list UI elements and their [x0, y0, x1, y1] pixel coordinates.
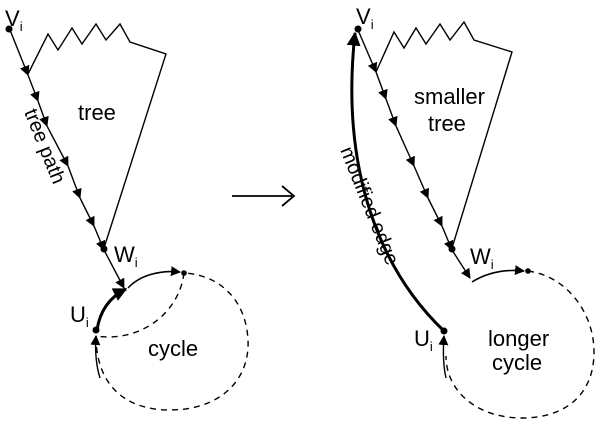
right-tree-outline: [375, 20, 513, 249]
transition-arrow: [232, 185, 296, 207]
right-node-w: [448, 245, 456, 253]
left-tree-outline: [27, 22, 167, 249]
left-path-label: tree path: [19, 106, 69, 187]
left-label-v: Vi: [5, 6, 23, 34]
left-cycle-label: cycle: [148, 336, 198, 361]
left-panel: Vi Wi Ui tree tree path cycle: [5, 6, 249, 411]
left-node-v: [5, 25, 13, 33]
right-edge-label: modified edge: [335, 144, 402, 269]
right-cycle-label-2: cycle: [492, 350, 542, 375]
left-tree-label: tree: [78, 100, 116, 125]
right-node-v: [354, 25, 362, 33]
left-tree-path: [9, 29, 125, 289]
right-modified-edge: [346, 31, 446, 333]
right-label-v: Vi: [356, 4, 374, 32]
left-cycle-arc-top: [127, 266, 181, 289]
left-path-nodes: [5, 25, 187, 334]
left-cycle-arc-low: [90, 335, 101, 379]
right-label-w: Wi: [470, 244, 494, 272]
right-cycle-label-1: longer: [488, 326, 549, 351]
right-cycle-arc-low: [438, 335, 449, 379]
right-tree-label-1: smaller: [414, 84, 485, 109]
right-cycle-dashed: [445, 270, 595, 419]
left-cycle-dashed: [95, 272, 249, 411]
right-tree-label-2: tree: [428, 111, 466, 136]
left-node-w: [100, 245, 108, 253]
left-label-u: Ui: [70, 302, 89, 330]
right-panel: Vi Wi Ui smaller tree modified edge long…: [335, 4, 595, 419]
right-path-nodes: [354, 25, 531, 335]
left-label-w: Wi: [114, 242, 138, 270]
left-cycle-arc-bold: [95, 287, 128, 331]
right-cycle-arc-top: [471, 265, 525, 283]
right-label-u: Ui: [414, 326, 433, 354]
